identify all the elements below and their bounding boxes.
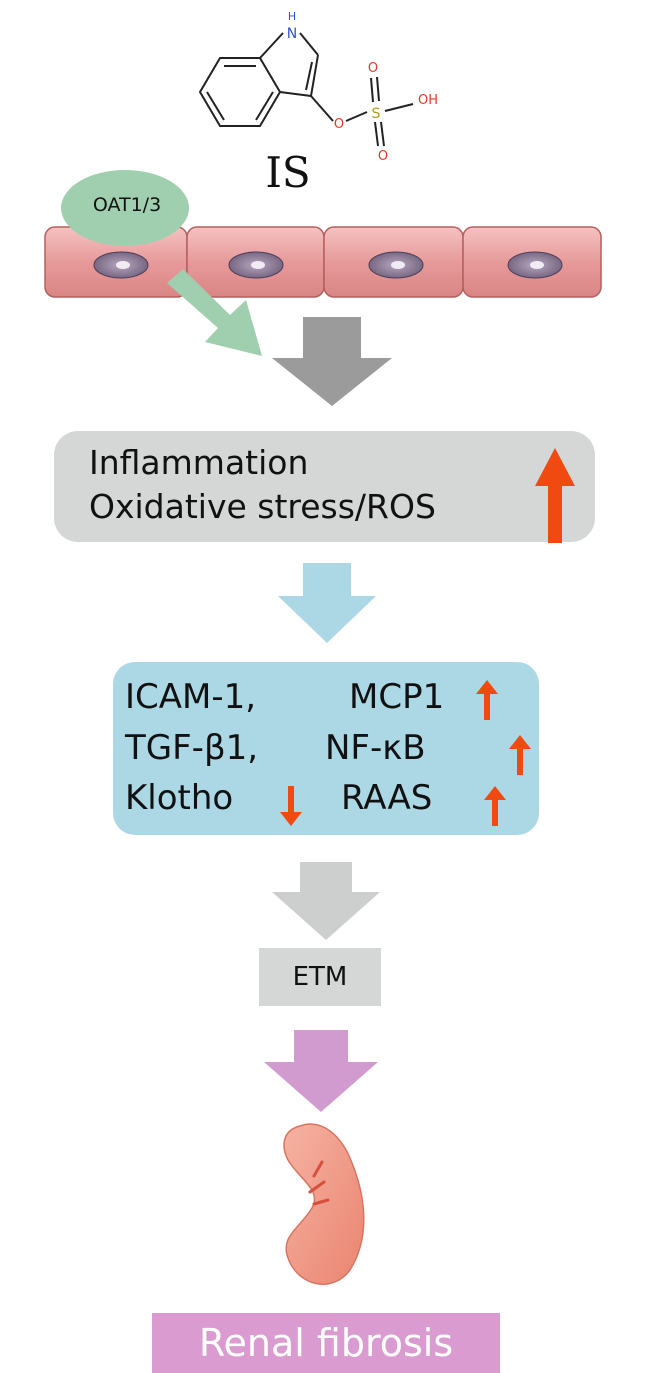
inflammation-box: Inflammation Oxidative stress/ROS: [54, 431, 595, 542]
kidney-icon: [283, 1123, 365, 1285]
oxygen-atom: O: [368, 61, 378, 76]
markers-box: ICAM-1, MCP1 TGF-β1, NF-κB Klotho RAAS: [113, 662, 539, 835]
result-label: Renal fibrosis: [152, 1313, 500, 1373]
box1-line: Oxidative stress/ROS: [89, 487, 436, 526]
oxygen-atom: O: [378, 149, 388, 164]
sulfur-atom: S: [372, 106, 381, 122]
up-arrow-icon: [509, 735, 531, 775]
marker-text: NF-κB: [325, 728, 426, 768]
arrow-down-lightgray: [272, 862, 380, 940]
tubular-cells: [44, 170, 602, 406]
marker-text: MCP1: [349, 677, 445, 717]
up-arrow-icon: [484, 786, 506, 826]
nitrogen-atom: N: [287, 26, 297, 42]
box1-line: Inflammation: [89, 443, 309, 482]
transporter-oat: [61, 170, 189, 246]
marker-text: ICAM-1,: [125, 677, 257, 717]
cell: [323, 226, 464, 298]
cell: [462, 226, 602, 298]
hydroxyl-group: OH: [418, 93, 438, 108]
arrow-down-purple: [264, 1030, 378, 1112]
marker-text: RAAS: [341, 778, 433, 818]
transporter-label: OAT1/3: [92, 194, 162, 216]
marker-text: TGF-β1,: [125, 728, 259, 768]
marker-text: Klotho: [125, 778, 234, 818]
svg-text:H: H: [288, 10, 296, 23]
up-arrow-icon: [535, 448, 575, 543]
arrow-diagonal-green: [167, 269, 262, 356]
cell: [186, 226, 325, 298]
molecule-name: IS: [265, 148, 311, 197]
oxygen-atom: O: [334, 117, 344, 132]
up-arrow-icon: [476, 680, 498, 720]
arrow-down-gray: [272, 317, 392, 406]
cell: [44, 226, 188, 298]
etm-box: ETM: [259, 948, 381, 1006]
is-molecule-structure: H N O S OH O O: [199, 10, 438, 164]
arrow-down-blue: [278, 563, 376, 643]
down-arrow-icon: [280, 786, 302, 826]
